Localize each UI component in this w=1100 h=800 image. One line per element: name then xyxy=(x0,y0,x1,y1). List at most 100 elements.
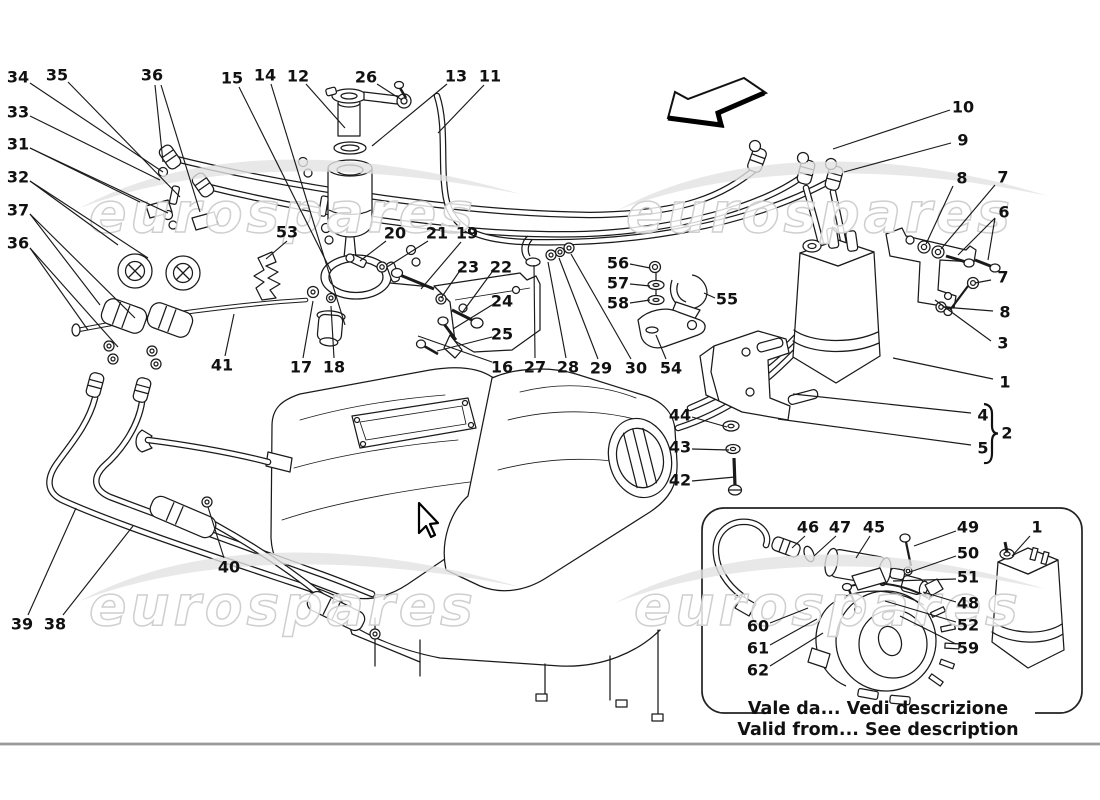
leader-line xyxy=(270,83,346,326)
part-number-46: 46 xyxy=(797,518,819,537)
leader-line xyxy=(769,618,818,646)
part-number-52: 52 xyxy=(957,616,979,635)
part-number-40: 40 xyxy=(218,558,240,577)
part-number-59: 59 xyxy=(957,639,979,658)
leader-line xyxy=(925,185,954,245)
leader-line xyxy=(359,240,387,262)
leader-line xyxy=(417,335,493,363)
part-number-37: 37 xyxy=(7,201,29,220)
part-number-17: 17 xyxy=(290,358,312,377)
leader-line xyxy=(884,600,957,623)
part-number-43: 43 xyxy=(669,438,691,457)
leader-line xyxy=(160,84,201,213)
part-number-62: 62 xyxy=(747,661,769,680)
watermark-swoosh xyxy=(618,161,1048,210)
part-number-1: 1 xyxy=(1031,518,1042,537)
part-number-56: 56 xyxy=(607,254,629,273)
leader-line xyxy=(892,357,994,380)
caption-italian: Vale da... Vedi descrizione xyxy=(748,699,1008,719)
leader-line xyxy=(436,336,493,352)
part-number-21: 21 xyxy=(426,224,448,243)
leader-line xyxy=(629,299,651,304)
part-number-31: 31 xyxy=(7,135,29,154)
leader-line xyxy=(769,607,809,624)
part-number-35: 35 xyxy=(46,66,68,85)
part-number-34: 34 xyxy=(7,68,29,87)
part-number-41: 41 xyxy=(211,356,233,375)
part-number-39: 39 xyxy=(11,615,33,634)
leader-line xyxy=(238,86,332,272)
leader-line xyxy=(922,591,957,603)
part-number-49: 49 xyxy=(957,518,979,537)
support-bracket xyxy=(699,330,819,496)
part-number-6: 6 xyxy=(998,203,1009,222)
watermark-layer: eurospares eurospares eurospares eurospa… xyxy=(80,159,1048,639)
part-number-19: 19 xyxy=(456,224,478,243)
leader-line xyxy=(940,184,996,250)
part-number-20: 20 xyxy=(384,224,406,243)
part-number-1: 1 xyxy=(999,373,1010,392)
leader-line xyxy=(934,299,992,342)
part-number-18: 18 xyxy=(323,358,345,377)
leader-line xyxy=(843,142,952,173)
mouse-cursor[interactable] xyxy=(417,501,440,539)
leader-line xyxy=(629,263,651,269)
part-number-10: 10 xyxy=(952,98,974,117)
leader-line xyxy=(832,109,951,150)
leader-line xyxy=(376,83,403,101)
part-number-23: 23 xyxy=(457,258,479,277)
leader-line xyxy=(305,83,346,129)
leader-line xyxy=(792,393,972,414)
leader-line xyxy=(67,81,181,198)
part-number-32: 32 xyxy=(7,168,29,187)
leader-line xyxy=(29,115,161,181)
part-number-25: 25 xyxy=(491,325,513,344)
leader-line xyxy=(909,555,957,573)
inset-caption: Vale da... Vedi descrizione Valid from..… xyxy=(737,699,1018,740)
leader-line xyxy=(461,271,493,314)
part-number-47: 47 xyxy=(829,518,851,537)
part-number-50: 50 xyxy=(957,544,979,563)
part-number-57: 57 xyxy=(607,274,629,293)
part-number-7: 7 xyxy=(997,268,1008,287)
part-number-12: 12 xyxy=(287,67,309,86)
part-number-8: 8 xyxy=(956,169,967,188)
leader-line xyxy=(29,147,169,214)
part-number-3: 3 xyxy=(997,334,1008,353)
part-number-60: 60 xyxy=(747,617,769,636)
part-number-2: 2 xyxy=(1001,424,1012,443)
part-number-55: 55 xyxy=(716,290,738,309)
part-number-8: 8 xyxy=(999,303,1010,322)
leader-line xyxy=(913,530,957,547)
watermark-swoosh xyxy=(615,554,1045,603)
part-number-61: 61 xyxy=(747,639,769,658)
leader-line xyxy=(691,476,736,482)
part-number-53: 53 xyxy=(276,223,298,242)
part-number-42: 42 xyxy=(669,471,691,490)
part-number-29: 29 xyxy=(590,359,612,378)
leader-line xyxy=(974,279,992,284)
leader-line xyxy=(27,507,77,616)
watermark-swoosh xyxy=(80,552,520,601)
part-number-28: 28 xyxy=(557,358,579,377)
leader-line xyxy=(386,240,429,268)
leader-line xyxy=(420,241,462,290)
part-number-24: 24 xyxy=(491,292,513,311)
part-number-5: 5 xyxy=(977,439,988,458)
leader-line xyxy=(29,247,89,331)
part-number-27: 27 xyxy=(524,358,546,377)
leader-line xyxy=(629,283,651,287)
part-number-30: 30 xyxy=(625,359,647,378)
leader-line xyxy=(437,84,485,134)
vapor-hoses xyxy=(49,96,845,600)
leader-line xyxy=(691,416,728,428)
leader-line xyxy=(855,535,871,559)
leader-line xyxy=(29,180,149,259)
leader-line xyxy=(371,83,448,147)
watermark-eurospares: eurospares xyxy=(626,181,1014,245)
leader-line xyxy=(769,632,824,667)
leader-line xyxy=(440,271,460,299)
leader-line xyxy=(570,253,632,360)
